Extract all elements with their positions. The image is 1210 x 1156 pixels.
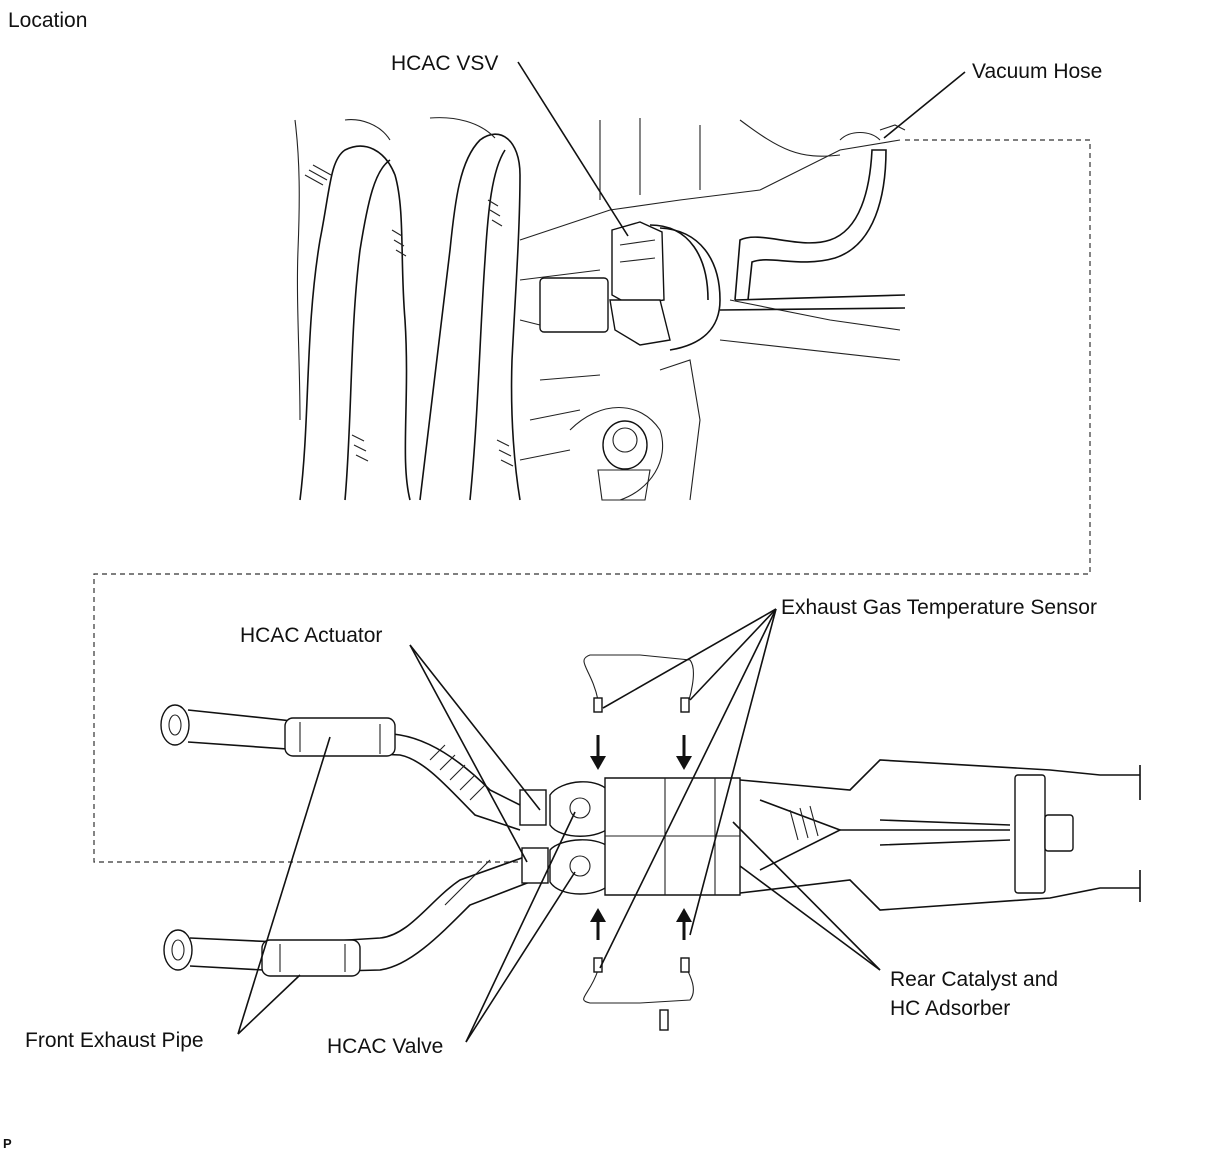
flange-lower-left xyxy=(163,929,193,971)
hcac-vsv-part xyxy=(611,221,665,306)
label-rear-catalyst-line2: HC Adsorber xyxy=(890,997,1011,1020)
arrow-up-icon xyxy=(676,908,692,922)
label-hcac-valve: HCAC Valve xyxy=(327,1035,444,1058)
tail-mount-bracket xyxy=(1014,774,1046,894)
solenoid-block xyxy=(539,277,609,333)
label-front-exhaust-pipe: Front Exhaust Pipe xyxy=(25,1029,204,1052)
figure-title: Location xyxy=(8,9,88,32)
arrow-down-icon xyxy=(590,756,606,770)
reference-box-dashed xyxy=(93,139,1091,863)
label-vacuum-hose: Vacuum Hose xyxy=(972,60,1103,83)
hcac-actuator-upper xyxy=(519,789,547,826)
flange-upper-left xyxy=(160,704,190,746)
arrow-up-icon xyxy=(590,908,606,922)
engine-bay-detail-view xyxy=(294,117,906,501)
label-hcac-vsv: HCAC VSV xyxy=(391,52,499,75)
label-rear-catalyst-line1: Rear Catalyst and xyxy=(890,968,1059,991)
hcac-valve-lower xyxy=(549,839,613,895)
label-hcac-actuator: HCAC Actuator xyxy=(240,624,383,647)
leader-lines xyxy=(237,61,966,1043)
label-exhaust-gas-temperature-sensor: Exhaust Gas Temperature Sensor xyxy=(781,596,1097,619)
hcac-valve-upper xyxy=(549,781,613,837)
exhaust-assembly xyxy=(160,654,1141,1031)
front-exhaust-pipe-upper-cat xyxy=(284,717,396,757)
figure-footer-mark: P xyxy=(3,1136,12,1151)
arrow-down-icon xyxy=(676,756,692,770)
vacuum-hose-part xyxy=(734,149,887,301)
